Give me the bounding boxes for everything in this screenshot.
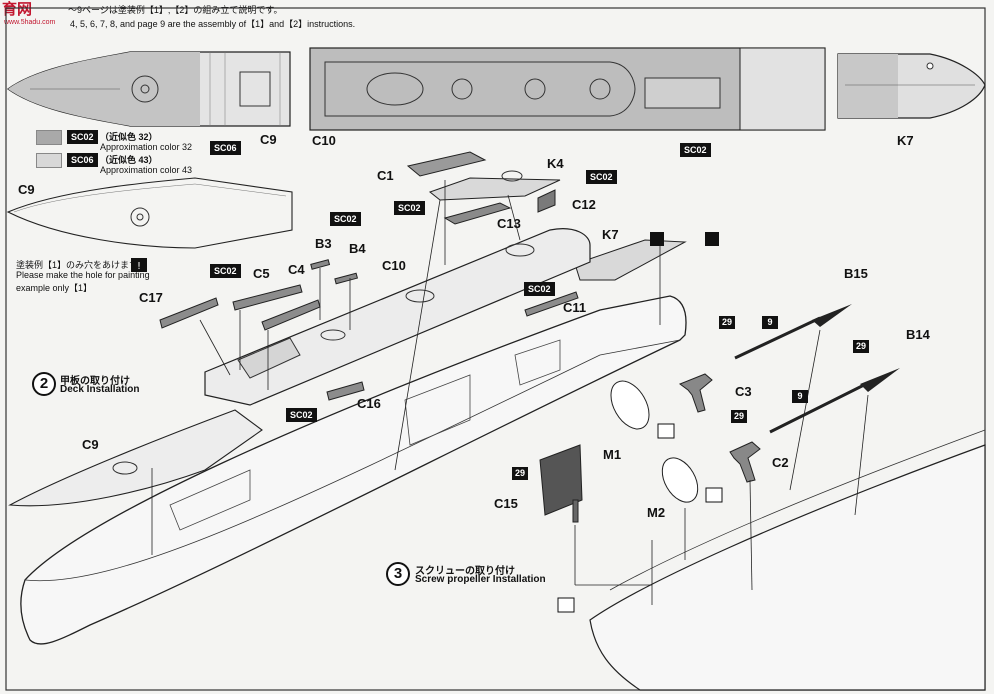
legend-en-sc06: Approximation color 43 [100, 165, 193, 175]
color-number-29a: 29 [719, 316, 735, 329]
paint-code-c1: SC02 [394, 201, 425, 215]
brackets [678, 373, 761, 483]
step-3-jp: スクリューの取り付け [415, 566, 515, 577]
label-c10-top: C10 [312, 133, 336, 148]
label-c9-top: C9 [260, 132, 277, 147]
label-c10: C10 [382, 258, 406, 273]
paint-code-c11: SC02 [524, 282, 555, 296]
legend-code-sc06: SC06 [67, 153, 98, 167]
note-en1: Please make the hole for painting [16, 270, 150, 280]
parts-upper [406, 151, 687, 281]
label-m1: M1 [603, 447, 622, 462]
caution-icon-3 [557, 597, 575, 613]
header-en: 4, 5, 6, 7, 8, and page 9 are the assemb… [70, 19, 356, 29]
glue-icon-2 [705, 232, 719, 246]
legend-swatch-sc02 [36, 130, 62, 145]
label-c15: C15 [494, 496, 518, 511]
paint-code-sc02-top: SC02 [680, 143, 711, 157]
label-c5: C5 [253, 266, 270, 281]
color-number-29b: 29 [731, 410, 747, 423]
label-c11: C11 [563, 300, 587, 315]
step-2-en: Deck Installation [60, 384, 140, 395]
deck-c10-top [309, 47, 826, 131]
label-c1: C1 [377, 168, 394, 183]
deck-c10-angled [204, 228, 591, 406]
caution-icon-2 [705, 487, 723, 503]
label-b4: B4 [349, 241, 366, 256]
label-c13: C13 [497, 216, 521, 231]
label-c9-mid: C9 [18, 182, 35, 197]
note-jp: 塗装例【1】のみ穴をあけます [16, 260, 139, 270]
label-c16: C16 [357, 396, 381, 411]
paint-code-mid2: SC02 [210, 264, 241, 278]
legend-code-sc02: SC02 [67, 130, 98, 144]
color-number-29c: 29 [853, 340, 869, 353]
label-b15: B15 [844, 266, 868, 281]
shafts [734, 304, 900, 434]
svg-text:!: ! [137, 261, 141, 272]
propellers [610, 380, 699, 503]
site-logo: 育网 [2, 1, 33, 18]
assembly-arrows [151, 180, 869, 605]
step-2-jp: 甲板の取り付け [60, 376, 130, 387]
legend-jp-sc06: （近似色 43） [100, 155, 158, 165]
label-b14: B14 [906, 327, 930, 342]
paint-code-sc06-top: SC06 [210, 141, 241, 155]
legend-en-sc02: Approximation color 32 [100, 142, 193, 152]
label-k7-top: K7 [897, 133, 914, 148]
label-k7: K7 [602, 227, 619, 242]
rudder-c15 [539, 444, 583, 523]
site-logo-url: www.5hadu.com [4, 19, 56, 26]
caution-icon [657, 423, 675, 439]
hull [20, 295, 687, 645]
legend-jp-sc02: （近似色 32） [100, 132, 158, 142]
deck-k7-top [837, 53, 986, 119]
label-k4: K4 [547, 156, 564, 171]
label-c9-bottom: C9 [82, 437, 99, 452]
deck-c9-bottom [8, 409, 263, 507]
label-c12: C12 [572, 197, 596, 212]
deck-c9-top [6, 51, 291, 127]
parts-small [159, 259, 579, 401]
stern-hull [589, 429, 986, 691]
deck-c9-mid [6, 177, 293, 249]
label-c4: C4 [288, 262, 305, 277]
color-number-29d: 29 [512, 467, 528, 480]
color-number-9a: 9 [762, 316, 778, 329]
paint-code-mid1: SC02 [330, 212, 361, 226]
step-3-number: 3 [386, 562, 410, 586]
label-c3: C3 [735, 384, 752, 399]
label-m2: M2 [647, 505, 666, 520]
note-en2: example only【1】 [16, 283, 93, 293]
paint-code-c12: SC02 [586, 170, 617, 184]
label-c2: C2 [772, 455, 789, 470]
glue-icon [650, 232, 664, 246]
step-3-en: Screw propeller Installation [415, 574, 546, 585]
color-number-9b: 9 [792, 390, 808, 403]
header-jp: ～9ページは塗装例【1】,【2】の組み立て説明です。 [68, 5, 283, 15]
paint-code-c16: SC02 [286, 408, 317, 422]
label-c17: C17 [139, 290, 163, 305]
note-icon [131, 258, 147, 272]
label-b3: B3 [315, 236, 332, 251]
step-2-number: 2 [32, 372, 56, 396]
legend-swatch-sc06 [36, 153, 62, 168]
